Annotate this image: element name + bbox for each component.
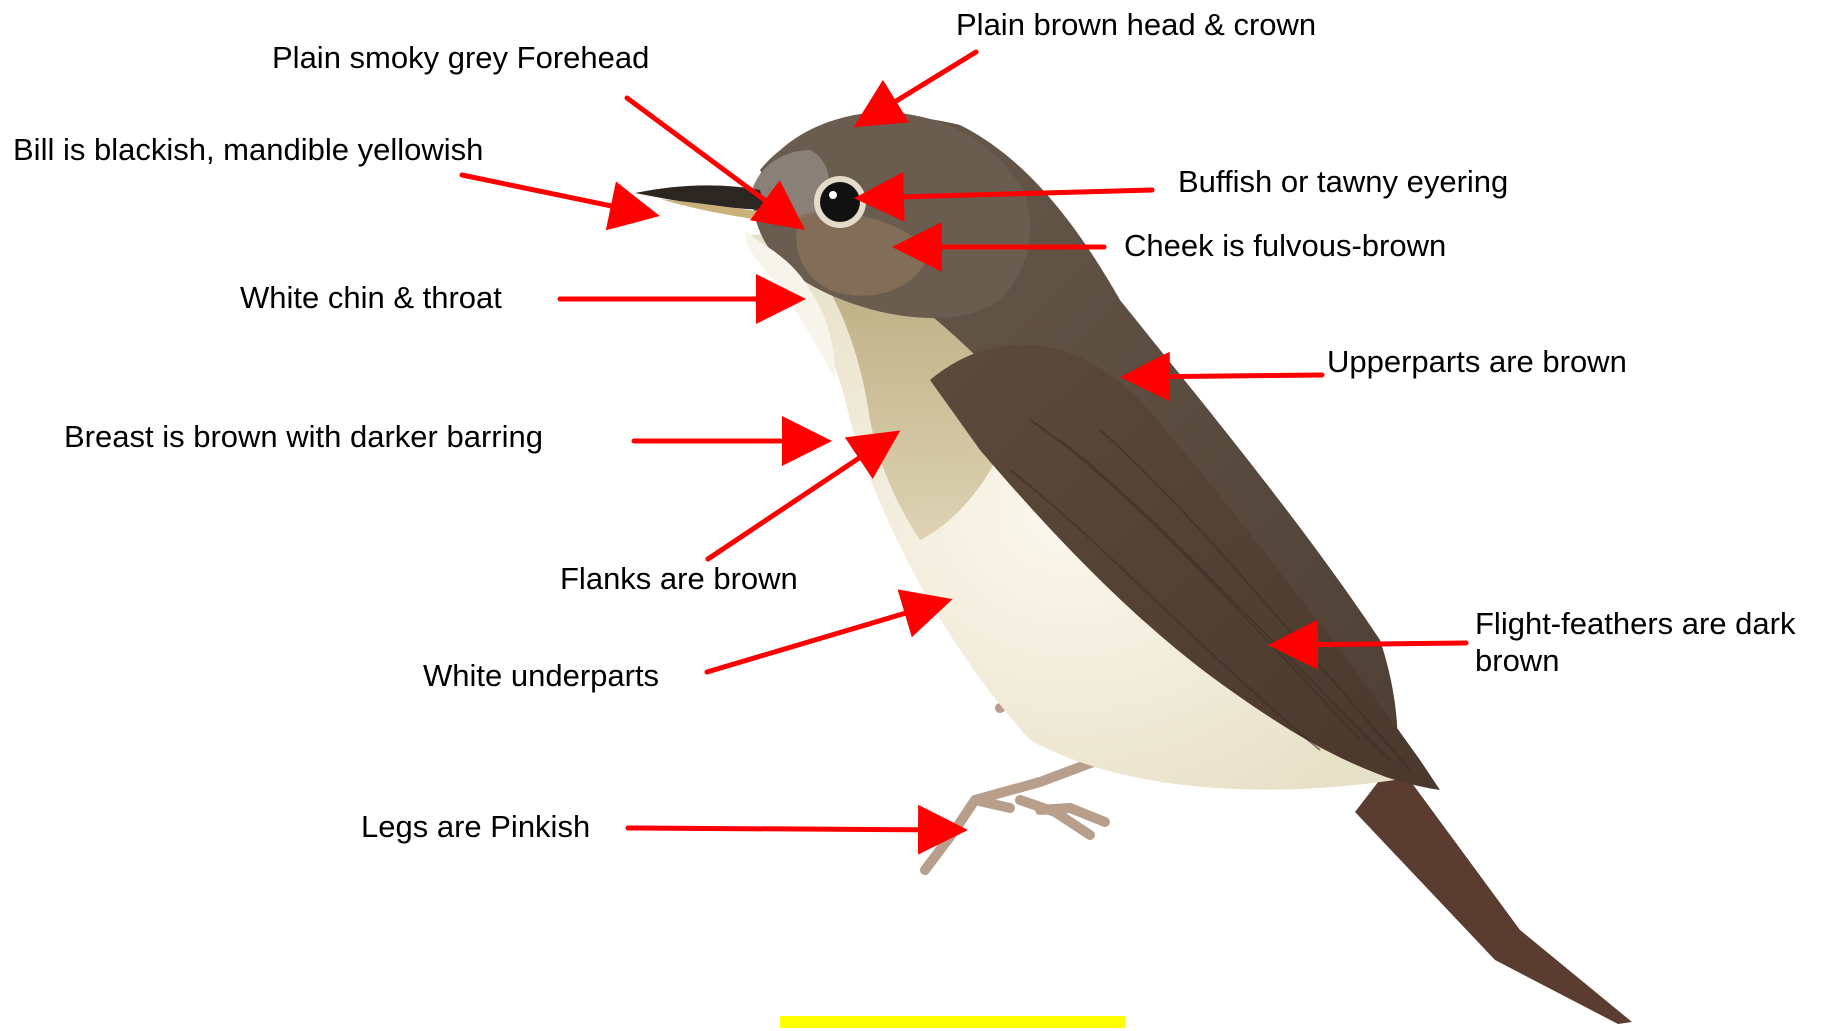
arrow-bill xyxy=(462,175,650,214)
bird-eye xyxy=(814,176,866,228)
arrow-upperparts xyxy=(1130,375,1322,377)
label-flight-feathers: Flight-feathers are dark brown xyxy=(1475,605,1839,679)
label-eyering: Buffish or tawny eyering xyxy=(1178,163,1508,200)
label-chin-throat: White chin & throat xyxy=(240,279,502,316)
yellow-highlight-bar xyxy=(780,1016,1125,1028)
label-cheek: Cheek is fulvous-brown xyxy=(1124,227,1446,264)
label-underparts: White underparts xyxy=(423,657,659,694)
label-breast: Breast is brown with darker barring xyxy=(64,418,543,455)
label-forehead: Plain smoky grey Forehead xyxy=(272,39,649,76)
arrow-head-crown xyxy=(862,52,976,122)
arrow-underparts xyxy=(707,602,943,672)
label-flanks: Flanks are brown xyxy=(560,560,798,597)
label-head-crown: Plain brown head & crown xyxy=(956,6,1316,43)
label-legs: Legs are Pinkish xyxy=(361,808,590,845)
arrow-legs xyxy=(628,828,958,830)
label-bill: Bill is blackish, mandible yellowish xyxy=(13,131,483,168)
label-upperparts: Upperparts are brown xyxy=(1327,343,1627,380)
bird-bill xyxy=(635,185,765,220)
arrow-flight-feathers xyxy=(1278,643,1466,645)
arrow-flanks xyxy=(708,436,892,559)
bird-tail xyxy=(1355,760,1632,1024)
